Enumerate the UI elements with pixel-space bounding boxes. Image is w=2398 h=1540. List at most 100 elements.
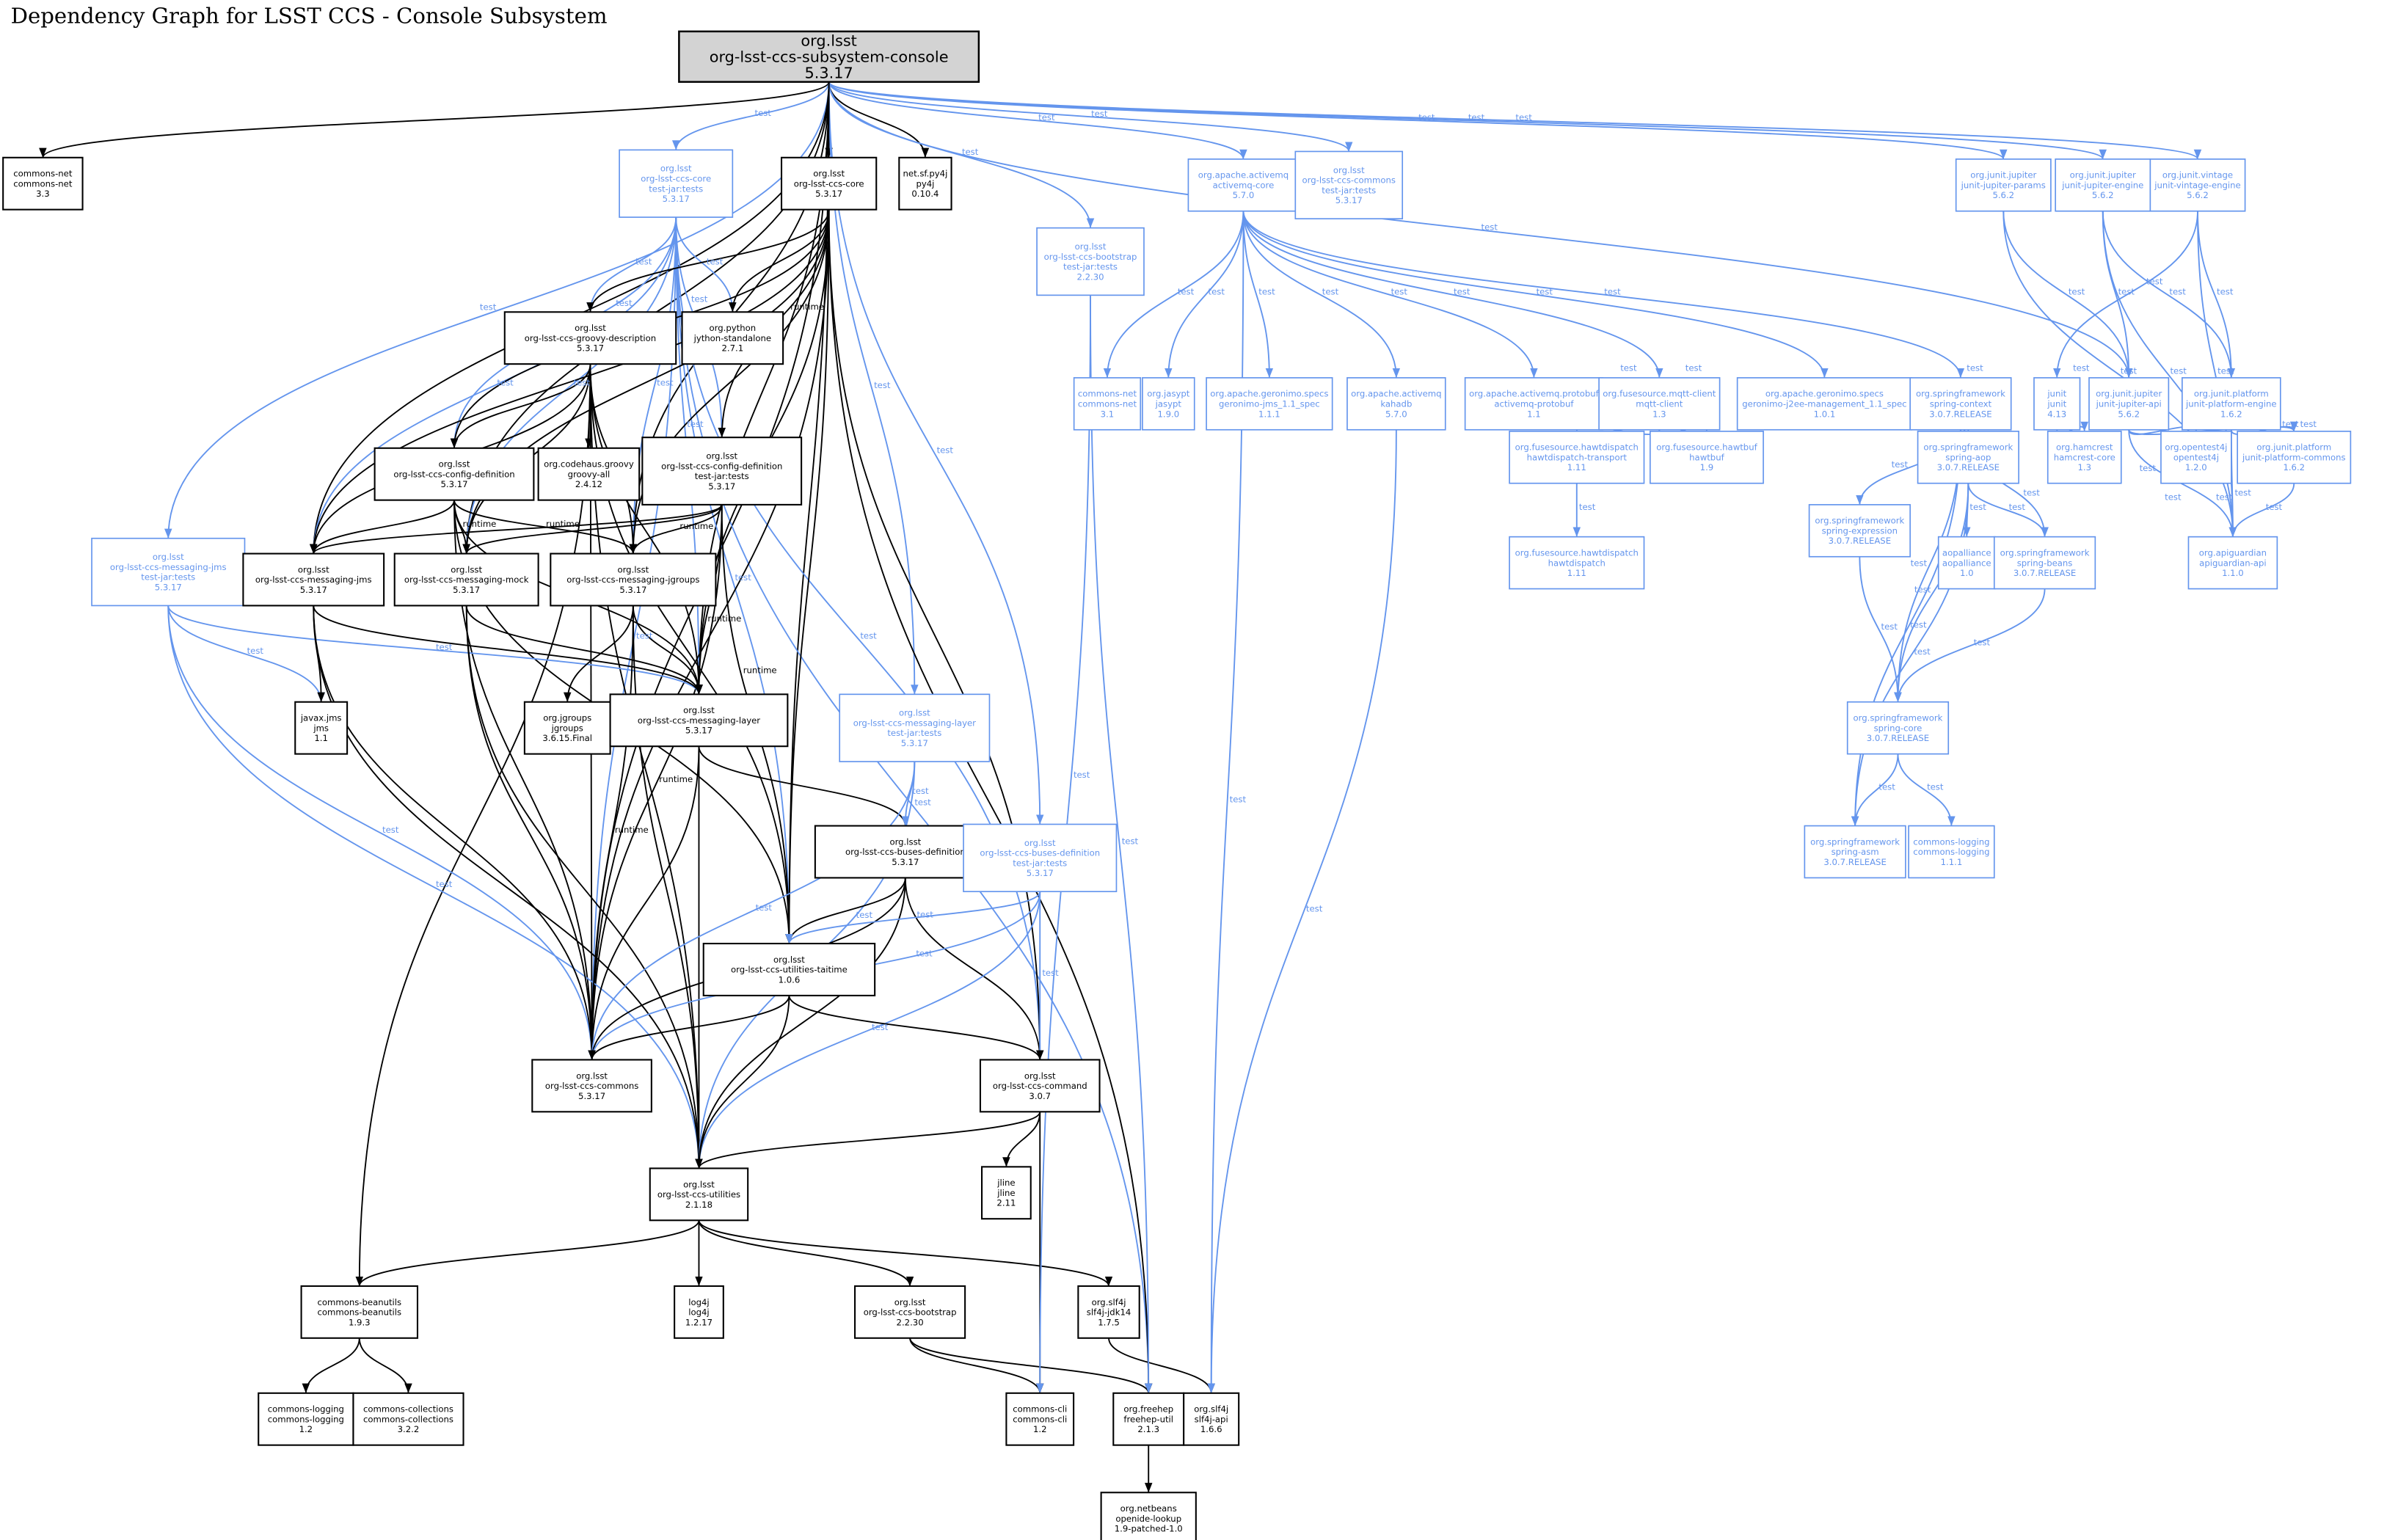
edge-scope-label: test <box>1685 363 1702 373</box>
node-utilities-taitime[interactable]: org.lsstorg-lsst-ccs-utilities-taitime1.… <box>702 943 876 996</box>
edge-scope-label: test <box>2118 286 2135 296</box>
dependency-edge <box>563 605 634 702</box>
node-artifact: jline <box>996 1188 1015 1198</box>
node-jupiter-engine[interactable]: org.junit.jupiterjunit-jupiter-engine5.6… <box>2055 158 2151 212</box>
node-messaging-layer-tests[interactable]: org.lsstorg-lsst-ccs-messaging-layertest… <box>839 693 991 762</box>
node-platform-commons[interactable]: org.junit.platformjunit-platform-commons… <box>2237 431 2352 484</box>
node-platform-engine[interactable]: org.junit.platformjunit-platform-engine1… <box>2182 377 2281 431</box>
node-core-tests[interactable]: org.lsstorg-lsst-ccs-coretest-jar:tests5… <box>619 149 734 218</box>
node-commons-tests[interactable]: org.lsstorg-lsst-ccs-commonstest-jar:tes… <box>1294 150 1404 219</box>
node-version: 5.6.2 <box>2092 190 2114 200</box>
node-version: 5.3.17 <box>300 585 327 595</box>
node-geronimo-jms[interactable]: org.apache.geronimo.specsgeronimo-jms_1.… <box>1206 377 1333 431</box>
node-version: 1.1.1 <box>1258 409 1280 419</box>
node-version: 1.1.0 <box>2222 568 2244 578</box>
node-messaging-jms-tests[interactable]: org.lsstorg-lsst-ccs-messaging-jmstest-j… <box>91 537 246 607</box>
node-box <box>2182 377 2281 431</box>
node-group: org.apache.geronimo.specs <box>1765 389 1884 399</box>
edge-scope-label: test <box>2170 366 2187 376</box>
node-messaging-mock[interactable]: org.lsstorg-lsst-ccs-messaging-mock5.3.1… <box>393 552 539 607</box>
edge-scope-label: test <box>1482 222 1498 232</box>
node-artifact: org-lsst-ccs-commons <box>545 1081 638 1091</box>
node-commons-collections[interactable]: commons-collectionscommons-collections3.… <box>352 1392 464 1446</box>
edge-scope-label: test <box>687 419 704 429</box>
node-messaging-layer[interactable]: org.lsstorg-lsst-ccs-messaging-layer5.3.… <box>609 693 789 748</box>
node-spring-asm[interactable]: org.springframeworkspring-asm3.0.7.RELEA… <box>1804 825 1906 879</box>
node-group: org.slf4j <box>1194 1404 1228 1415</box>
node-activemq-protobuf[interactable]: org.apache.activemq.protobufactivemq-pro… <box>1464 377 1604 431</box>
node-artifact: commons-cli <box>1013 1414 1067 1424</box>
edge-scope-label: test <box>1515 112 1532 123</box>
node-hawtdispatch-transport[interactable]: org.fusesource.hawtdispatchhawtdispatch-… <box>1509 431 1645 484</box>
dependency-edge <box>589 364 703 695</box>
node-geronimo-j2ee[interactable]: org.apache.geronimo.specsgeronimo-j2ee-m… <box>1736 377 1913 431</box>
node-version: 3.0.7 <box>1029 1091 1051 1101</box>
node-box <box>523 701 611 755</box>
node-vintage-engine[interactable]: org.junit.vintagejunit-vintage-engine5.6… <box>2149 158 2246 212</box>
node-spring-context[interactable]: org.springframeworkspring-context3.0.7.R… <box>1909 377 2012 431</box>
node-spring-aop[interactable]: org.springframeworkspring-aop3.0.7.RELEA… <box>1917 431 2019 484</box>
node-spring-beans[interactable]: org.springframeworkspring-beans3.0.7.REL… <box>1993 536 2096 590</box>
node-version: 3.3 <box>36 189 50 199</box>
node-config-definition-tests[interactable]: org.lsstorg-lsst-ccs-config-definitionte… <box>641 437 803 506</box>
node-spring-core[interactable]: org.springframeworkspring-core3.0.7.RELE… <box>1846 701 1950 755</box>
dependency-edge <box>589 364 703 1169</box>
node-jupiter-params[interactable]: org.junit.jupiterjunit-jupiter-params5.6… <box>1955 158 2052 212</box>
node-config-definition[interactable]: org.lsstorg-lsst-ccs-config-definition5.… <box>373 447 535 501</box>
node-openide[interactable]: org.netbeansopenide-lookup1.9-patched-1.… <box>1100 1492 1197 1540</box>
node-version: 1.9.0 <box>1157 409 1179 419</box>
edge-scope-label: test <box>636 630 653 641</box>
node-spring-expression[interactable]: org.springframeworkspring-expression3.0.… <box>1808 504 1911 558</box>
node-box <box>1598 377 1721 431</box>
dependency-edge <box>785 891 1041 944</box>
node-version: 1.11 <box>1567 462 1586 472</box>
node-version: 2.1.18 <box>685 1200 713 1210</box>
edge-scope-label: runtime <box>707 613 741 624</box>
node-messaging-jgroups[interactable]: org.lsstorg-lsst-ccs-messaging-jgroups5.… <box>550 552 717 607</box>
node-hawtdispatch[interactable]: org.fusesource.hawtdispatchhawtdispatch1… <box>1509 536 1645 590</box>
edge-scope-label: runtime <box>546 519 580 529</box>
node-groovy-description[interactable]: org.lsstorg-lsst-ccs-groovy-description5… <box>503 311 677 365</box>
node-group: commons-beanutils <box>317 1297 401 1307</box>
node-version: 5.3.17 <box>578 1091 605 1101</box>
node-version: 3.0.7.RELEASE <box>1929 409 1991 419</box>
node-artifact: geronimo-jms_1.1_spec <box>1219 399 1320 409</box>
node-root[interactable]: org.lsstorg-lsst-ccs-subsystem-console5.… <box>678 30 980 83</box>
node-group: org.lsst <box>576 1070 608 1081</box>
node-buses-definition-tests[interactable]: org.lsstorg-lsst-ccs-buses-definitiontes… <box>963 823 1118 893</box>
node-bootstrap-tests[interactable]: org.lsstorg-lsst-ccs-bootstraptest-jar:t… <box>1036 227 1145 296</box>
